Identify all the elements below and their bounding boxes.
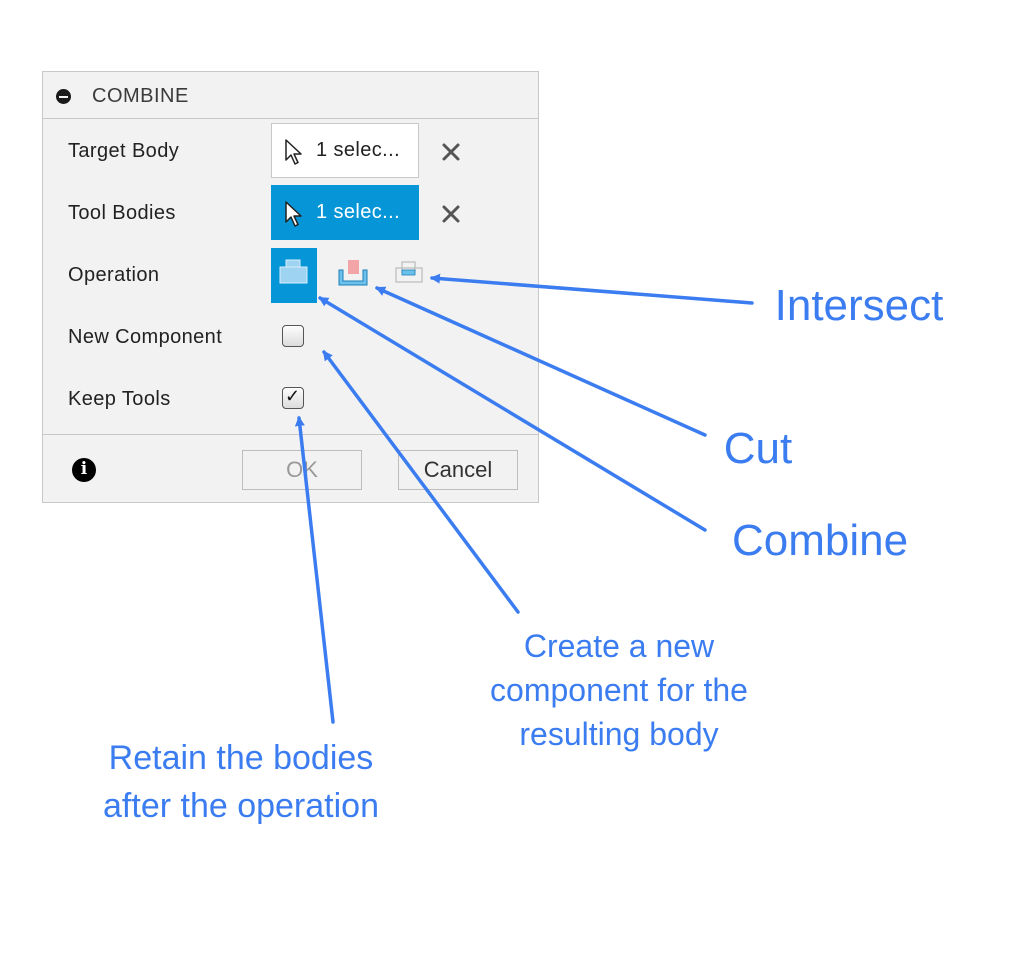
select-cursor-icon — [285, 201, 302, 227]
new-component-arrow — [322, 350, 520, 614]
dialog-title: COMBINE — [92, 85, 189, 107]
target-body-selection-text: 1 selec... — [316, 139, 401, 161]
intersect-annotation: Intersect — [774, 281, 944, 330]
new-component-label: New Component — [68, 326, 223, 348]
tool-bodies-clear-icon[interactable] — [440, 203, 462, 225]
info-icon[interactable] — [72, 458, 96, 482]
intersect-arrow — [430, 273, 754, 305]
operation-label: Operation — [68, 264, 160, 286]
target-body-clear-icon[interactable] — [440, 141, 462, 163]
keep-tools-annotation: Retain the bodies after the operation — [66, 734, 416, 830]
combine-arrow — [318, 296, 707, 532]
select-cursor-icon — [285, 139, 302, 165]
target-body-selector[interactable]: 1 selec... — [271, 123, 419, 178]
keep-tools-arrow — [294, 416, 335, 724]
collapse-icon[interactable] — [56, 89, 71, 104]
checkmark-icon: ✓ — [285, 386, 301, 406]
tool-bodies-selector[interactable]: 1 selec... — [271, 185, 419, 240]
annotation-line: resulting body — [519, 716, 719, 752]
new-component-checkbox[interactable] — [282, 325, 304, 347]
annotation-line: after the operation — [103, 787, 379, 825]
annotation-line: Create a new — [523, 628, 715, 664]
combine-annotation: Combine — [731, 516, 909, 565]
combine-operation-button[interactable] — [271, 248, 317, 303]
tool-bodies-label: Tool Bodies — [68, 202, 176, 224]
combine-dialog: COMBINE Target Body 1 selec... Tool Bodi… — [42, 71, 539, 503]
cut-operation-icon — [338, 260, 368, 286]
new-component-annotation: Create a new component for the resulting… — [452, 624, 786, 756]
dialog-header[interactable]: COMBINE — [43, 72, 538, 119]
keep-tools-checkbox[interactable]: ✓ — [282, 386, 304, 409]
cut-operation-button[interactable] — [331, 248, 377, 303]
keep-tools-label: Keep Tools — [68, 388, 171, 410]
cut-arrow — [375, 286, 707, 437]
tool-bodies-selection-text: 1 selec... — [316, 201, 401, 223]
cancel-button[interactable]: Cancel — [398, 450, 518, 490]
target-body-label: Target Body — [68, 140, 180, 162]
combine-operation-icon — [279, 259, 308, 284]
annotation-line: Retain the bodies — [108, 739, 374, 777]
cut-annotation: Cut — [723, 424, 793, 473]
footer-divider — [43, 434, 538, 435]
intersect-operation-icon — [395, 261, 423, 283]
intersect-operation-button[interactable] — [386, 248, 432, 303]
annotation-line: component for the — [490, 672, 748, 708]
